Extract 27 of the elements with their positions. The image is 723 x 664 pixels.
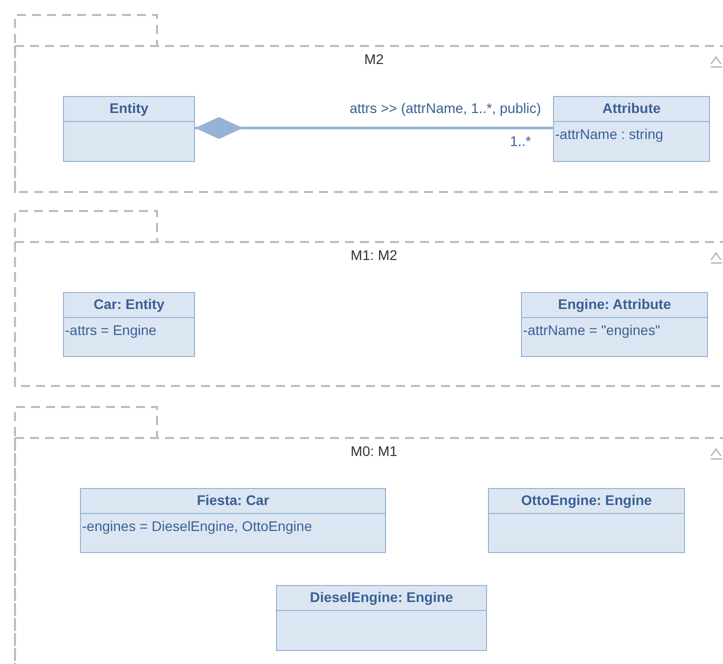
package-frame [14, 406, 723, 664]
composition-line [195, 117, 553, 139]
class-name: Fiesta: Car [196, 491, 270, 510]
class-name: DieselEngine: Engine [310, 588, 454, 607]
package-frame [14, 210, 723, 387]
class-box [276, 585, 487, 651]
class-box [521, 292, 708, 357]
package-frame [14, 14, 723, 193]
edge-label: attrs >> (attrName, 1..*, public) [350, 100, 541, 116]
class-name: Car: Entity [94, 295, 164, 314]
class-box [63, 292, 195, 357]
class-name: OttoEngine: Engine [521, 491, 652, 510]
class-box [553, 96, 710, 162]
package-name: M1: M2 [350, 247, 398, 263]
class-box [80, 488, 386, 553]
class-name: Entity [110, 99, 148, 118]
multiplicity-label: 1..* [510, 133, 531, 149]
attribute-text: -attrName = "engines" [523, 322, 660, 338]
attribute-text: -attrs = Engine [65, 322, 156, 338]
class-box [63, 96, 195, 162]
package-name: M2 [364, 51, 384, 67]
class-name: Engine: Attribute [558, 295, 672, 314]
package-name: M0: M1 [350, 443, 398, 459]
class-name: Attribute [602, 99, 661, 118]
attribute-text: -attrName : string [555, 126, 664, 142]
class-box [488, 488, 685, 553]
attribute-text: -engines = DieselEngine, OttoEngine [82, 518, 312, 534]
